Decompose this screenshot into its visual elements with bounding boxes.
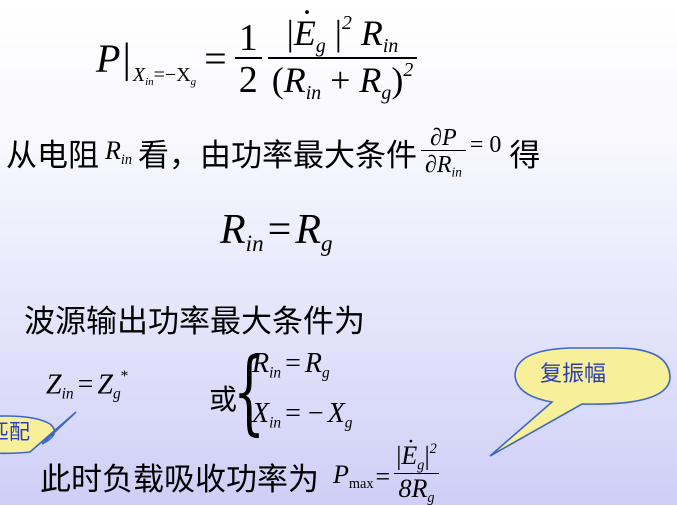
main-fraction: |Eg |2 Rin (Rin + Rg)2 (267, 13, 418, 103)
half-fraction: 1 2 (234, 19, 262, 99)
callout-right-shape (489, 347, 671, 457)
max-power-fraction: |Eg|2 8Rg (392, 442, 441, 505)
conjugate-condition: Zin=Zg* (46, 368, 129, 403)
callout-left-text: 匹配 (0, 420, 30, 444)
power-formula: P | Xin=−Xg = 1 2 |Eg |2 Rin (Rin + Rg)2 (96, 13, 418, 103)
callout-complex-amplitude (489, 347, 671, 457)
line-load-power: 此时负载吸收功率为 Pmax = |Eg|2 8Rg (40, 442, 441, 505)
derivative-fraction: ∂P ∂Rin (421, 126, 466, 179)
condition-subscript: Xin=−Xg (132, 63, 197, 88)
or-label: 或 (209, 383, 238, 416)
callout-right-text: 复振幅 (540, 362, 607, 387)
line-max-power-condition: 波源输出功率最大条件为 (24, 304, 365, 340)
callout-matching (0, 411, 77, 455)
system-row-reactance: Xin= −Xg (252, 398, 353, 432)
line-derivative-condition: 从电阻 Rin 看，由功率最大条件 ∂P ∂Rin = 0 得 (6, 125, 541, 180)
system-brace: { (233, 338, 266, 445)
power-symbol: P (96, 36, 121, 82)
matching-resistance-formula: Rin=Rg (220, 207, 333, 257)
callout-left-shape (0, 411, 77, 455)
system-row-resistance: Rin=Rg (252, 348, 330, 382)
